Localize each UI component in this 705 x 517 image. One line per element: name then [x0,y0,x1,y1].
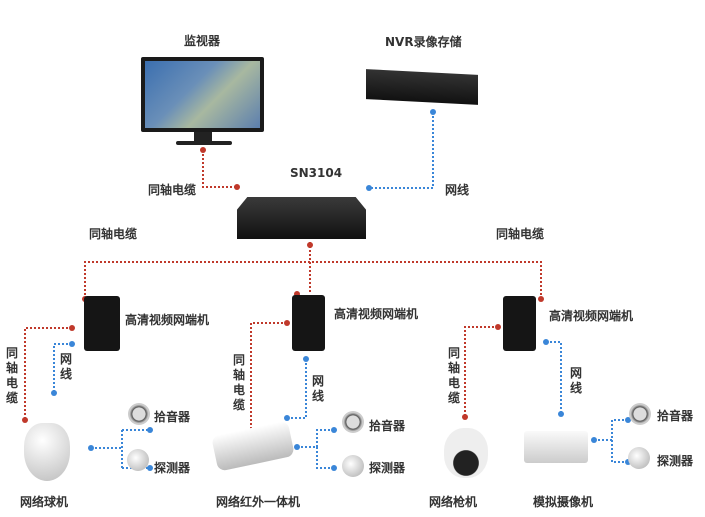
top-right-cable-label: 网线 [445,183,470,197]
terminal-label-3: 高清视频网端机 [549,309,634,323]
net-label-1: 网线 [59,352,72,381]
coax-label-2: 同轴电缆 [232,353,245,412]
microphone-icon [629,403,651,425]
camera-label-4: 模拟摄像机 [533,495,594,509]
camera-label-3: 网络枪机 [429,495,478,509]
camera-label-1: 网络球机 [20,495,69,509]
bus-left-label: 同轴电缆 [89,227,138,241]
analog-dome-icon [444,428,488,478]
network-wires [53,112,628,469]
bus-right-label: 同轴电缆 [496,227,545,241]
microphone-icon [128,403,150,425]
terminal-icon-2 [292,295,325,351]
mic-label-2: 拾音器 [369,419,406,433]
coax-wires [24,150,542,435]
detector-label-3: 探测器 [657,454,694,468]
coax-label-3: 同轴电缆 [447,346,460,405]
dome-camera-icon [24,423,70,481]
coax-label-1: 同轴电缆 [5,346,18,405]
monitor-icon [141,57,264,132]
terminal-label-1: 高清视频网端机 [125,313,210,327]
detector-icon [127,449,149,471]
monitor-base [176,141,232,145]
top-left-cable-label: 同轴电缆 [148,183,197,197]
switch-icon [237,197,366,239]
camera-label-2: 网络红外一体机 [216,495,301,509]
box-camera-icon [524,431,588,463]
nvr-label: NVR录像存储 [385,35,462,49]
terminal-icon-3 [503,296,536,351]
terminal-icon-1 [84,296,120,351]
monitor-label: 监视器 [184,34,221,48]
net-label-2: 网线 [311,374,324,403]
terminal-label-2: 高清视频网端机 [334,307,419,321]
detector-label-2: 探测器 [369,461,406,475]
mic-label-3: 拾音器 [657,409,694,423]
mic-label-1: 拾音器 [154,410,191,424]
detector-icon [628,447,650,469]
detector-icon [342,455,364,477]
switch-label: SN3104 [290,166,343,180]
net-label-3: 网线 [569,366,582,395]
monitor-stand [194,132,212,142]
microphone-icon [342,411,364,433]
nvr-icon [366,69,478,105]
detector-label-1: 探测器 [154,461,191,475]
